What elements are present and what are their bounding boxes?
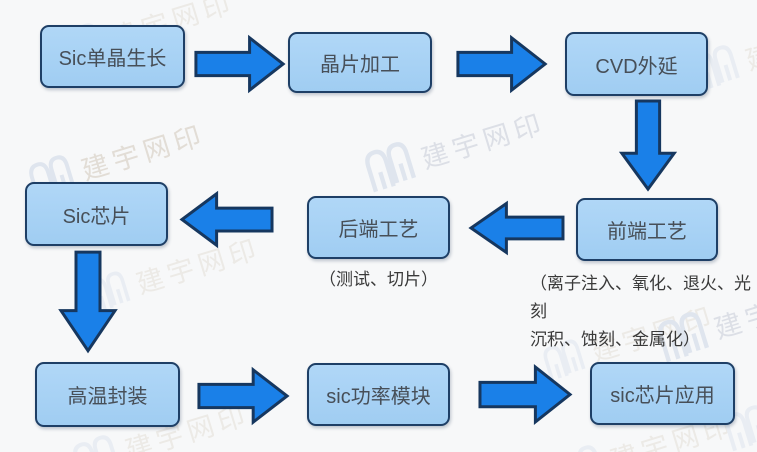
node-backend-process: 后端工艺 <box>307 196 450 259</box>
node-cvd-epitaxy: CVD外延 <box>565 32 708 96</box>
arrow-right-icon <box>456 33 548 95</box>
caption-line: （离子注入、氧化、退火、光刻 <box>530 274 751 321</box>
caption-line: 沉积、蚀刻、金属化） <box>530 330 700 349</box>
node-sic-chip: Sic芯片 <box>25 182 168 246</box>
watermark-text: 建宇网印 <box>77 119 210 186</box>
node-label: 晶片加工 <box>320 54 400 76</box>
arrow-left-icon <box>179 189 274 250</box>
watermark-logo-icon <box>73 435 120 452</box>
node-wafer-processing: 晶片加工 <box>288 32 432 93</box>
arrow-right-icon <box>478 362 573 427</box>
node-label: 高温封装 <box>67 386 148 408</box>
watermark-logo-icon <box>558 445 605 452</box>
node-high-temp-packaging: 高温封装 <box>35 362 180 427</box>
node-label: sic功率模块 <box>326 386 431 408</box>
node-label: Sic单晶生长 <box>58 48 167 70</box>
watermark-text: 建宇网印 <box>417 107 550 174</box>
node-sic-crystal-growth: Sic单晶生长 <box>40 25 185 88</box>
arrow-down-icon <box>617 99 679 192</box>
arrow-right-icon <box>194 33 286 95</box>
arrow-left-icon <box>468 199 565 257</box>
arrow-right-icon <box>197 365 290 427</box>
watermark-logo-icon <box>365 142 417 193</box>
node-label: 前端工艺 <box>607 221 687 243</box>
node-label: CVD外延 <box>595 55 678 78</box>
node-label: sic芯片应用 <box>610 385 715 407</box>
node-chip-application: sic芯片应用 <box>590 362 735 425</box>
watermark-text: 建宇网印 <box>741 9 757 76</box>
arrow-down-icon <box>56 250 120 354</box>
node-label: 后端工艺 <box>338 219 419 241</box>
node-label: Sic芯片 <box>62 205 131 228</box>
caption-frontend-process: （离子注入、氧化、退火、光刻 沉积、蚀刻、金属化） <box>530 270 757 354</box>
caption-backend-process: （测试、切片） <box>319 270 438 289</box>
node-frontend-process: 前端工艺 <box>576 198 718 261</box>
node-power-module: sic功率模块 <box>307 363 450 426</box>
watermark: 建宇网印 <box>360 99 551 195</box>
